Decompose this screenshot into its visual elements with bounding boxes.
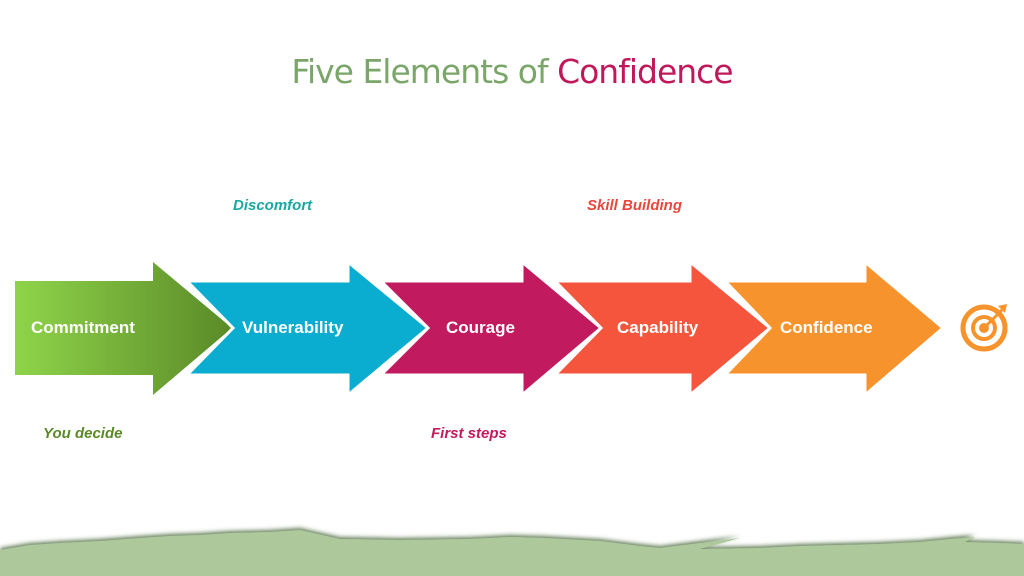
- annotation-discomfort: Discomfort: [233, 197, 313, 214]
- title-part2: Confidence: [557, 52, 734, 91]
- step-label-confidence: Confidence: [780, 318, 873, 337]
- slide-title: Five Elements of Confidence: [0, 52, 1024, 91]
- title-part1: Five Elements of: [291, 52, 548, 91]
- step-label-vulnerability: Vulnerability: [242, 318, 344, 337]
- torn-paper-footer: [0, 530, 1024, 576]
- arrow-confidence: [721, 258, 946, 399]
- arrow-commitment: [15, 262, 232, 395]
- arrow-courage: [377, 258, 604, 399]
- annotation-skill-building: Skill Building: [587, 197, 683, 214]
- step-label-commitment: Commitment: [31, 318, 135, 337]
- target-icon: [960, 304, 1008, 352]
- step-label-courage: Courage: [446, 318, 515, 337]
- annotation-first-steps: First steps: [431, 425, 507, 442]
- step-label-capability: Capability: [617, 318, 699, 337]
- arrow-vulnerability: [183, 258, 431, 399]
- arrow-capability: [551, 258, 773, 399]
- annotation-you-decide: You decide: [43, 425, 123, 442]
